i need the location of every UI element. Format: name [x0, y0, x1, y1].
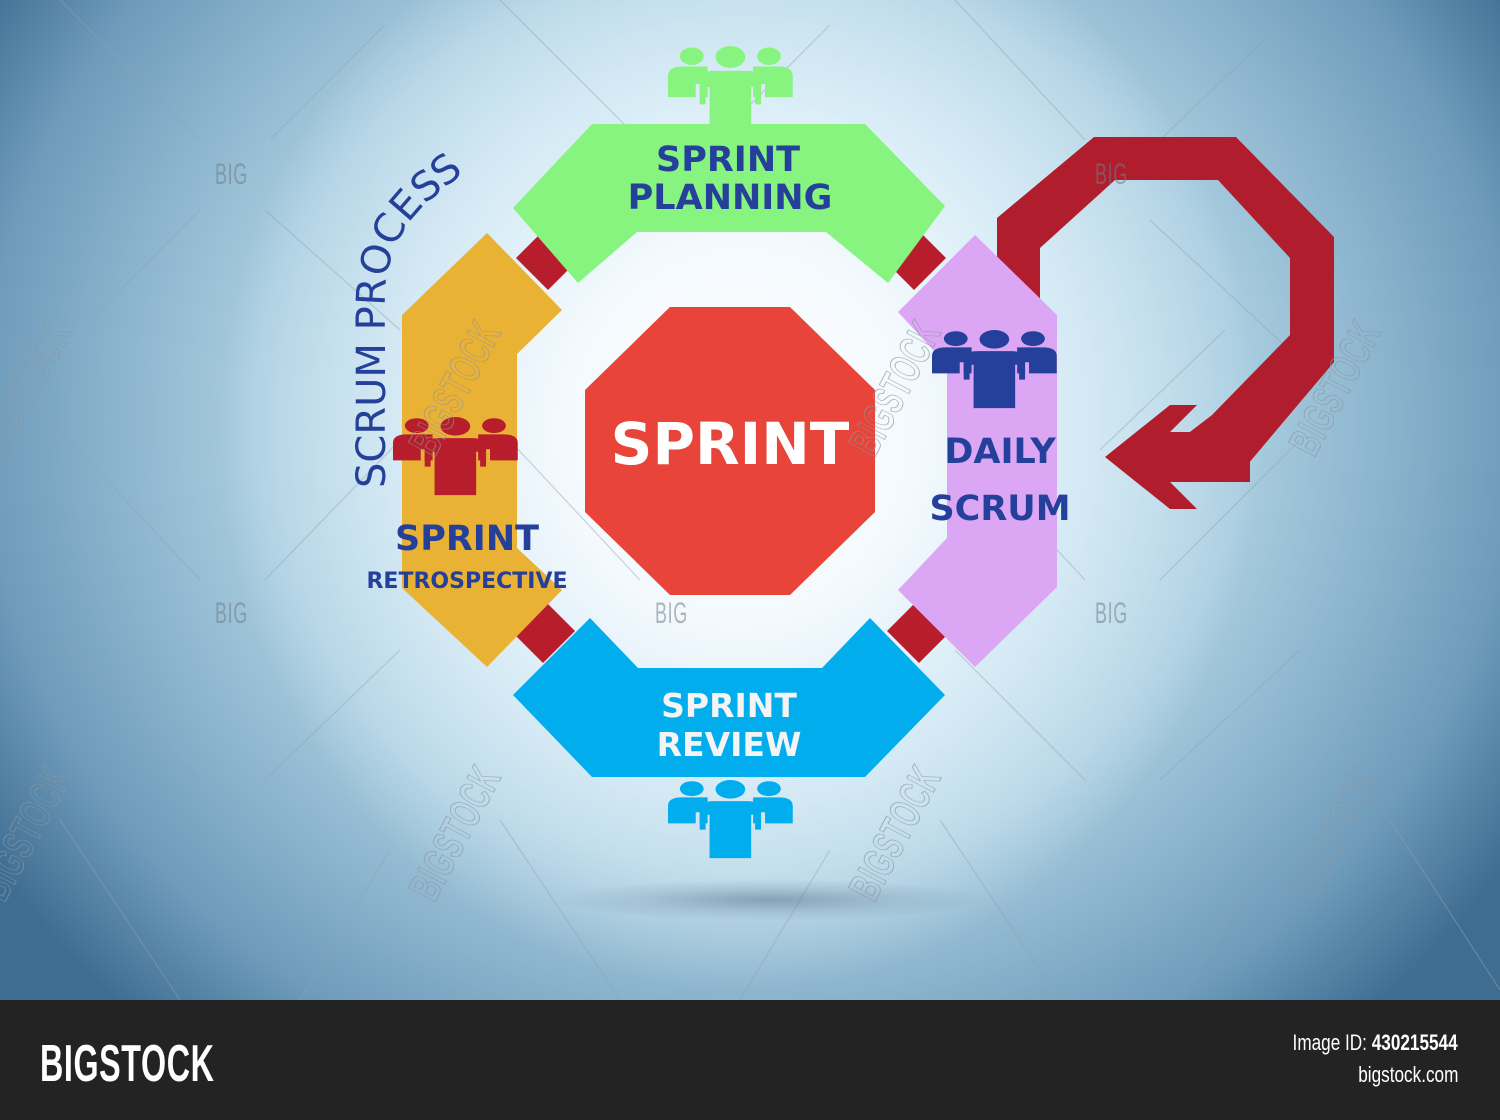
image-id: Image ID: 430215544 — [1293, 1030, 1458, 1056]
scrum-diagram: SPRINT PLANNING DAILY SCRUM SPRINT REVIE… — [349, 46, 1334, 859]
stage-review-line1: SPRINT — [661, 686, 797, 725]
stage-review-line2: REVIEW — [657, 725, 802, 764]
stage-planning-shape[interactable] — [513, 124, 945, 283]
floor-shadow — [560, 880, 980, 920]
stage-planning-line2: PLANNING — [628, 178, 833, 218]
image-id-label: Image ID: — [1292, 1030, 1368, 1055]
diagram-canvas: SPRINT PLANNING DAILY SCRUM SPRINT REVIE… — [0, 0, 1500, 1000]
team-icon-review — [668, 780, 793, 859]
stage-retro-line2: RETROSPECTIVE — [366, 569, 567, 594]
stage-review-shape[interactable] — [513, 618, 945, 777]
stage-daily-shape[interactable] — [898, 235, 1057, 667]
loop-arrow-icon — [997, 137, 1334, 509]
connector-squares — [516, 231, 946, 663]
stage-daily-line1: DAILY — [944, 432, 1056, 472]
stage-daily-line2: SCRUM — [929, 489, 1070, 529]
brand-logo[interactable]: BIGSTOCK — [40, 1035, 215, 1093]
center-sprint-label: SPRINT — [611, 410, 850, 478]
center-sprint-octagon[interactable] — [585, 307, 875, 595]
stage-planning-line1: SPRINT — [656, 140, 800, 180]
image-id-value: 430215544 — [1372, 1030, 1458, 1055]
stage-retro-line1: SPRINT — [395, 519, 539, 559]
footer-bar: BIGSTOCK Image ID: 430215544 bigstock.co… — [0, 1000, 1500, 1120]
site-link[interactable]: bigstock.com — [1357, 1062, 1458, 1087]
